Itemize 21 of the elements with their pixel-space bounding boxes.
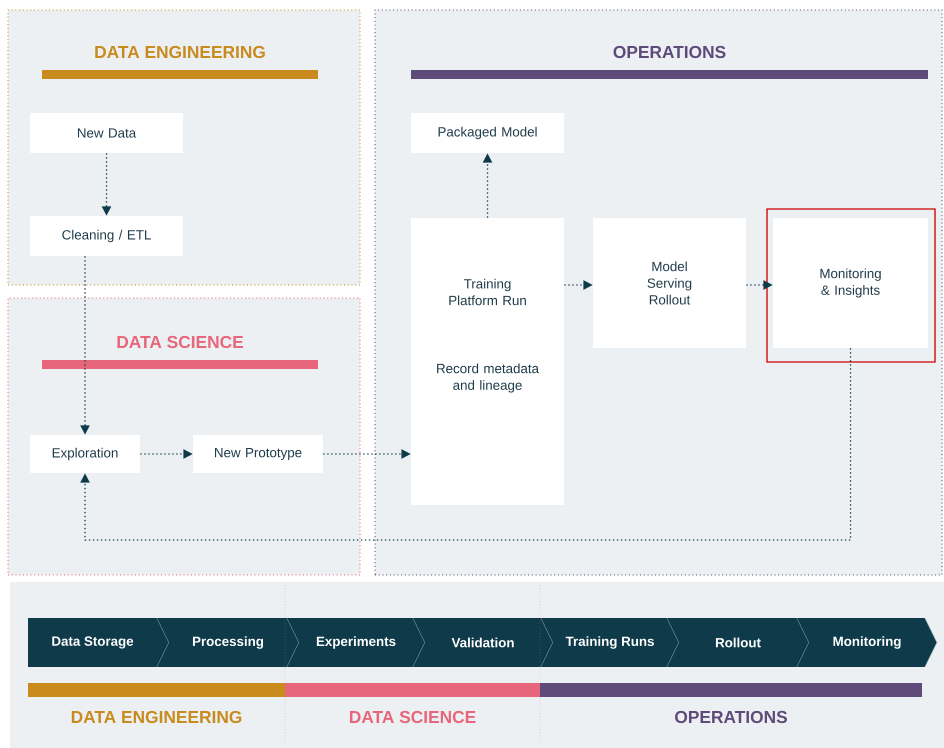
phase-bar: OPERATIONS bbox=[540, 683, 922, 724]
node-label: Experiments bbox=[316, 636, 396, 649]
phase-bar: DATA SCIENCE bbox=[285, 683, 540, 724]
phase-bar: DATA ENGINEERING bbox=[28, 683, 285, 724]
highlight-frame bbox=[766, 208, 936, 363]
process-box: Training Platform Run Record metadata and lineage bbox=[411, 218, 564, 505]
process-box: Model Serving Rollout bbox=[593, 218, 746, 348]
node-label: Validation bbox=[452, 638, 514, 648]
node-label: Processing bbox=[192, 636, 264, 649]
arrow bbox=[80, 348, 852, 541]
chevron-step: Data Storage bbox=[28, 618, 170, 668]
node-label: Rollout bbox=[716, 638, 761, 648]
process-box: Monitoring & Insights bbox=[773, 218, 928, 348]
process-box: Packaged Model bbox=[411, 113, 564, 153]
process-box: New Prototype bbox=[193, 435, 323, 473]
process-box: New Data bbox=[30, 113, 183, 153]
node-label: Monitoring bbox=[833, 636, 901, 649]
node-label: Training Runs bbox=[566, 636, 654, 649]
process-box: Exploration bbox=[30, 435, 140, 473]
process-box: Cleaning / ETL bbox=[30, 216, 183, 256]
node-label: Data Storage bbox=[52, 636, 134, 649]
